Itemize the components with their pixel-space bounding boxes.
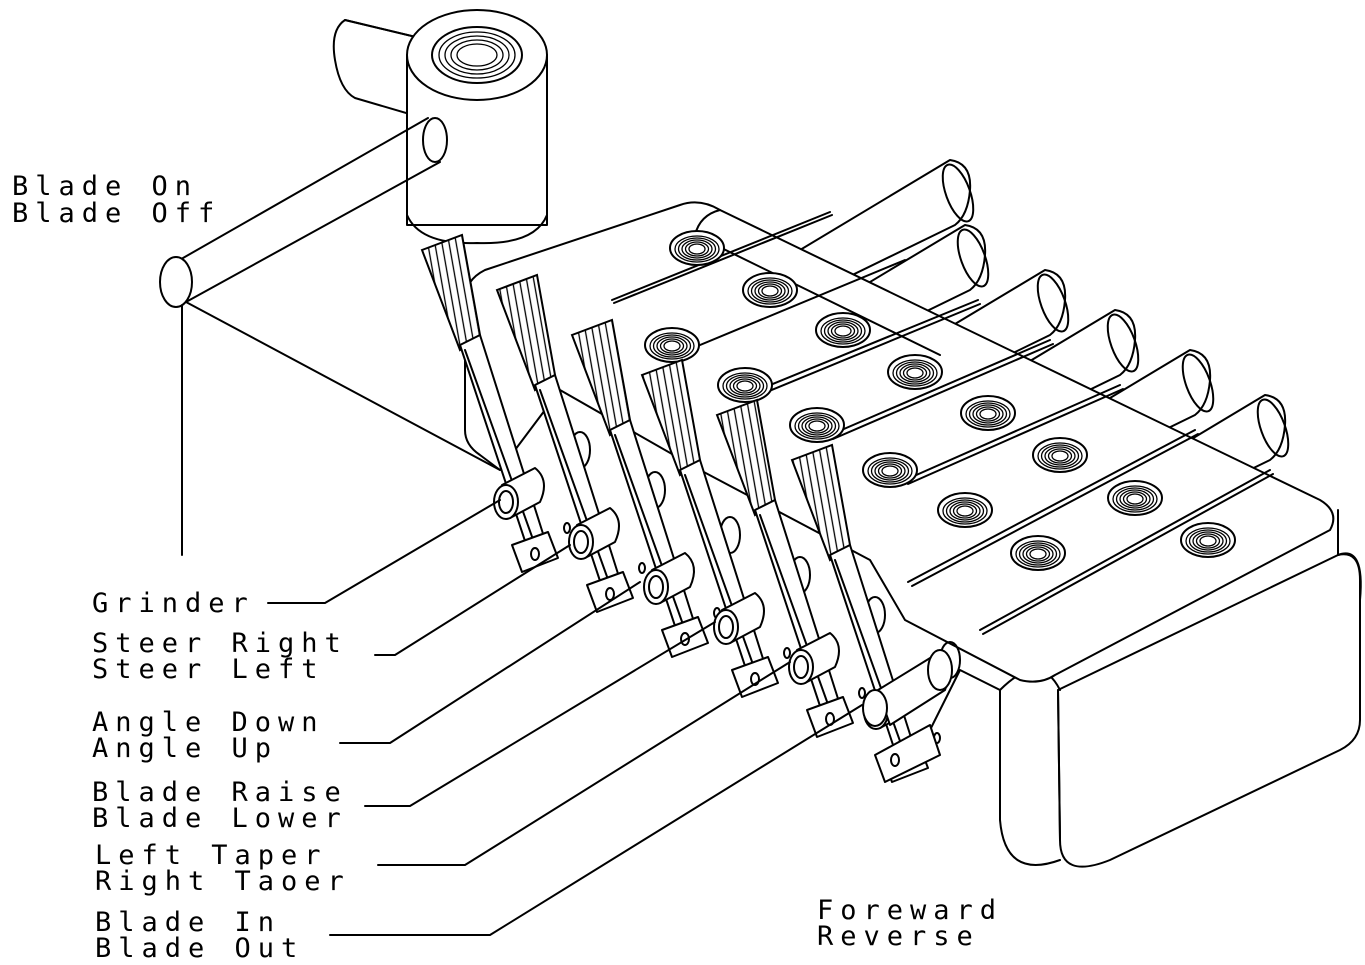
threaded-port [669,230,725,266]
threaded-port [1032,437,1088,473]
label-blade-lower: Blade Lower [92,803,348,834]
threaded-port [1180,522,1236,558]
label-right-taper: Right Taoer [95,866,351,897]
label-angle-down: Angle Down [92,707,325,738]
threaded-port [815,312,871,348]
label-blade-raise: Blade Raise [92,777,348,808]
grinder-hub [332,9,548,245]
threaded-port [717,367,773,403]
label-blade-on: Blade On [12,171,199,202]
threaded-port [742,272,798,308]
leader-lines [185,301,863,936]
threaded-port [644,327,700,363]
label-blade-off: Blade Off [12,198,222,229]
label-forward: Foreward [817,895,1004,926]
label-steer-right: Steer Right [92,628,348,659]
control-lever [420,233,591,573]
threaded-port [862,452,918,488]
manifold-body [929,509,1362,868]
control-lever [495,273,666,613]
threaded-port [789,407,845,443]
control-levers [420,233,961,783]
threaded-port [1010,535,1066,571]
label-steer-left: Steer Left [92,654,325,685]
label-angle-up: Angle Up [92,733,279,764]
threaded-port [960,395,1016,431]
label-blade-out: Blade Out [95,933,305,964]
lever-pivot-pin [862,649,953,783]
label-left-taper: Left Taper [95,840,328,871]
control-lever [570,318,741,658]
label-grinder: Grinder [92,588,255,619]
threaded-port [937,492,993,528]
blade-on-off-rod [159,117,441,556]
control-lever [715,398,886,738]
control-lever [640,358,811,698]
threaded-ports [644,230,1236,571]
threaded-port [1107,480,1163,516]
threaded-port [887,354,943,390]
label-reverse: Reverse [817,921,980,952]
label-blade-in: Blade In [95,907,282,938]
